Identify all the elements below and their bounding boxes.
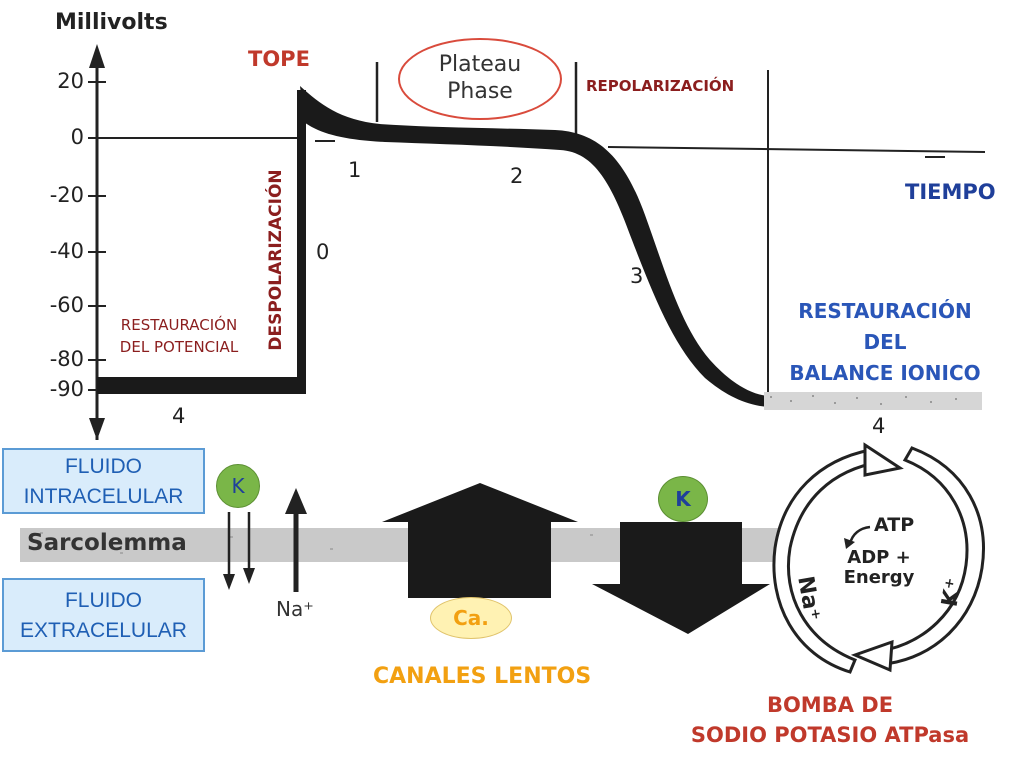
sodium-ion-label: Na⁺ [276, 597, 314, 621]
y-axis-title: Millivolts [55, 10, 168, 35]
slow-channels-label: CANALES LENTOS [373, 664, 592, 689]
y-axis-arrow-down [89, 418, 105, 440]
y-tick-label: -90 [49, 377, 84, 401]
calcium-channel-arrow [382, 483, 578, 598]
despolarizacion-label: DESPOLARIZACIÓN [266, 169, 286, 351]
y-tick-label: -60 [49, 293, 84, 317]
potassium-channel-arrow [592, 522, 770, 634]
y-tick-label: -40 [49, 239, 84, 263]
potassium-ion-label-left: K [216, 464, 260, 508]
restauracion-potencial-label: RESTAURACIÓN DEL POTENCIAL [119, 316, 239, 356]
pump-adp-label: ADP + Energy [843, 547, 915, 588]
tiempo-label: TIEMPO [905, 180, 996, 204]
pump-k-label: K⁺ [937, 576, 968, 609]
potassium-ion-text-right: K [675, 487, 691, 511]
upstroke-phase-0 [297, 90, 306, 394]
potassium-ion-text-left: K [231, 474, 245, 498]
y-tick-label: 20 [57, 69, 84, 93]
pump-atp-label: ATP [874, 514, 915, 536]
pump-title-label: BOMBA DE SODIO POTASIO ATPasa [690, 693, 970, 747]
calcium-ion-text: Ca. [453, 606, 489, 630]
sarcolemma-label: Sarcolemma [27, 530, 187, 556]
sodium-potassium-pump [772, 442, 985, 674]
restauracion-balance-label: RESTAURACIÓN DEL BALANCE IONICO [789, 299, 981, 385]
y-tick-label: -20 [49, 183, 84, 207]
zero-line-right [607, 146, 986, 153]
phase-label-4-right: 4 [872, 414, 886, 438]
plateau-phase-label: Plateau Phase [398, 38, 562, 120]
intracellular-fluid-box: FLUIDO INTRACELULAR [2, 448, 205, 514]
extracellular-fluid-box: FLUIDO EXTRACELULAR [2, 578, 205, 652]
y-tick-label: -80 [49, 347, 84, 371]
resting-band-right [764, 392, 982, 410]
phase-label-3: 3 [630, 264, 644, 288]
action-potential-curve [300, 86, 768, 407]
phase-label-2: 2 [510, 164, 524, 188]
repolarizacion-label: REPOLARIZACIÓN [586, 77, 735, 95]
resting-band-right-dots [770, 395, 957, 405]
y-axis-arrow-up [89, 44, 105, 68]
potassium-ion-label-right: K [658, 476, 708, 522]
phase-label-4-left: 4 [172, 404, 186, 428]
calcium-ion-label: Ca. [430, 597, 512, 639]
phase-label-1: 1 [348, 158, 362, 182]
resting-potential-band [97, 377, 305, 394]
y-tick-label: 0 [70, 125, 84, 149]
phase-label-0: 0 [316, 240, 330, 264]
plateau-phase-text: Plateau Phase [438, 52, 522, 104]
tope-label: TOPE [248, 47, 310, 71]
